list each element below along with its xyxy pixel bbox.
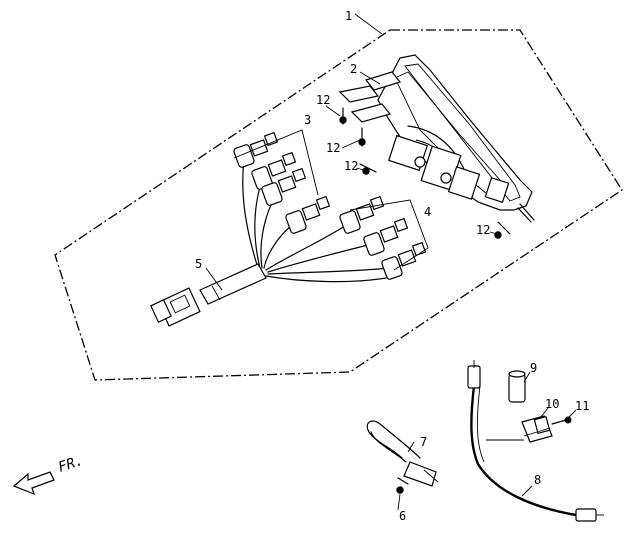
connector-4-a [339, 195, 385, 234]
label-part-9: 9 [530, 361, 537, 375]
label-part-2: 2 [350, 62, 357, 76]
label-part-7: 7 [420, 435, 427, 449]
screw-6[interactable] [396, 477, 409, 494]
label-part-12-a: 12 [316, 93, 330, 107]
assembly-boundary [54, 29, 623, 381]
screw-12-d[interactable] [494, 221, 511, 239]
wire-harness[interactable] [150, 129, 429, 327]
leader-lines [205, 13, 577, 511]
front-direction-arrow-icon [12, 471, 55, 496]
label-part-12-c: 12 [344, 159, 358, 173]
label-part-12-b: 12 [326, 141, 340, 155]
harness-sleeve [199, 263, 267, 305]
label-part-4: 4 [424, 205, 431, 219]
label-part-3: 3 [304, 113, 311, 127]
label-part-5: 5 [195, 257, 202, 271]
connector-4-b [363, 217, 409, 256]
screw-12-c[interactable] [359, 163, 377, 175]
connector-3-d [285, 195, 331, 234]
main-plug [150, 287, 201, 327]
label-part-6: 6 [399, 509, 406, 523]
bushing-9[interactable] [508, 370, 526, 403]
speedometer-cable[interactable] [467, 360, 604, 522]
label-part-12-d: 12 [476, 223, 490, 237]
screw-11[interactable] [551, 416, 572, 425]
screw-12-a[interactable] [339, 107, 347, 125]
cable-clamp[interactable] [366, 420, 439, 487]
screw-12-b[interactable] [358, 127, 366, 147]
label-part-11: 11 [575, 399, 589, 413]
part-labels: 1 2 3 4 5 6 7 8 9 10 11 12 12 12 12 [195, 9, 589, 523]
connector-4-c [381, 241, 427, 280]
label-part-8: 8 [534, 473, 541, 487]
front-direction-label: FR. [56, 453, 85, 476]
connector-3-b [251, 151, 297, 190]
connector-3-a [233, 131, 279, 168]
label-part-1: 1 [345, 9, 352, 23]
holder-10[interactable] [521, 415, 553, 443]
connector-3-c [261, 167, 307, 206]
meter-body[interactable] [338, 54, 535, 223]
label-part-10: 10 [545, 397, 559, 411]
